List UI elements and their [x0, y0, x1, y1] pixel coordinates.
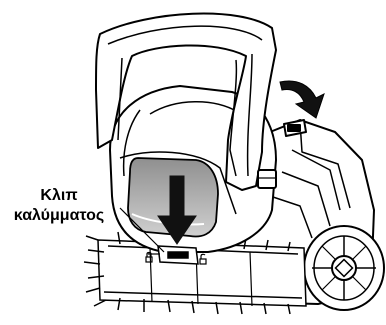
cover-clip-callout: Κλιπ καλύμματος [0, 186, 118, 226]
curved-arrow-icon [280, 81, 324, 118]
callout-line-1: Κλιπ [0, 186, 118, 206]
drive-wheel [304, 226, 384, 310]
callout-line-2: καλύμματος [0, 206, 118, 226]
